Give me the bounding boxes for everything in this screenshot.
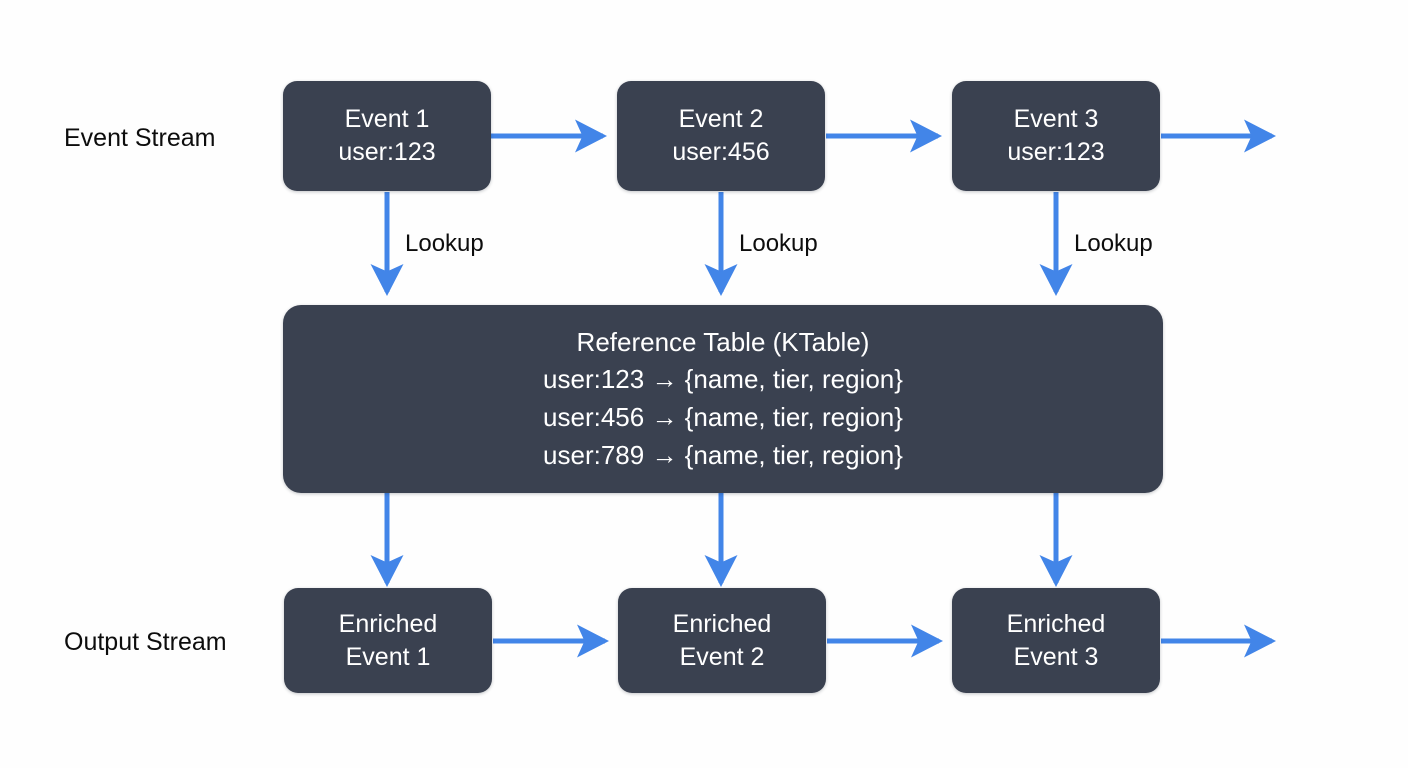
event-node-2-title: Event 2 xyxy=(678,105,764,133)
output-node-2[interactable]: Enriched Event 2 xyxy=(618,588,826,693)
event-node-3-key: user:123 xyxy=(1007,138,1105,166)
event-node-3-title: Event 3 xyxy=(1013,105,1099,133)
output-node-1-line1: Enriched xyxy=(338,609,438,638)
event-node-1-key: user:123 xyxy=(338,138,436,166)
reference-table-entry-1: user:123 → {name, tier, region} xyxy=(543,364,903,395)
event-node-1-title: Event 1 xyxy=(344,105,430,133)
output-node-2-line1: Enriched xyxy=(672,609,772,638)
output-node-3-line1: Enriched xyxy=(1006,609,1106,638)
reference-table-node[interactable]: Reference Table (KTable) user:123 → {nam… xyxy=(283,305,1163,493)
event-node-2[interactable]: Event 2 user:456 xyxy=(617,81,825,191)
output-node-2-line2: Event 2 xyxy=(679,642,765,671)
output-node-1[interactable]: Enriched Event 1 xyxy=(284,588,492,693)
output-node-3[interactable]: Enriched Event 3 xyxy=(952,588,1160,693)
lookup-label-2: Lookup xyxy=(739,230,818,257)
event-node-1[interactable]: Event 1 user:123 xyxy=(283,81,491,191)
event-node-2-key: user:456 xyxy=(672,138,770,166)
reference-table-entry-2: user:456 → {name, tier, region} xyxy=(543,402,903,432)
reference-table-title: Reference Table (KTable) xyxy=(576,326,870,357)
emit-arrows xyxy=(370,493,1073,588)
lookup-arrows xyxy=(370,192,1073,297)
event-node-3[interactable]: Event 3 user:123 xyxy=(952,81,1160,191)
output-node-1-line2: Event 1 xyxy=(345,642,431,671)
reference-table-entry-3: user:789 → {name, tier, region} xyxy=(543,439,903,470)
row-label-event-stream: Event Stream xyxy=(64,124,216,152)
row-label-output-stream: Output Stream xyxy=(64,628,227,656)
lookup-label-3: Lookup xyxy=(1074,230,1153,257)
output-node-3-line2: Event 3 xyxy=(1013,642,1099,671)
lookup-label-1: Lookup xyxy=(405,230,484,257)
